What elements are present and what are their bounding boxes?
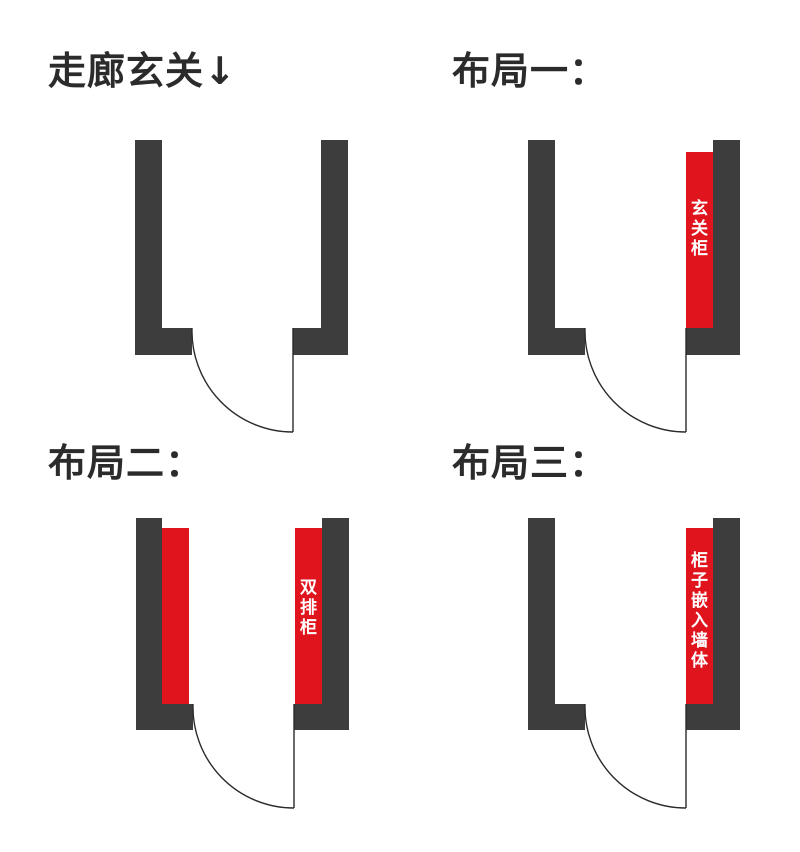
plan-hallway <box>135 140 348 433</box>
right-cabinet <box>295 528 322 704</box>
left-cabinet <box>162 528 189 704</box>
left-wall-stub <box>528 328 585 355</box>
left-wall <box>528 140 555 355</box>
shoe-cabinet <box>686 152 713 328</box>
door-swing-arc <box>192 703 295 809</box>
plan-layout-1: 玄关柜 <box>528 140 740 433</box>
right-wall <box>322 518 349 730</box>
plan-layout-2: 双排柜 <box>136 518 349 809</box>
left-wall-stub <box>528 704 585 730</box>
panel-title-layout-2: 布局二： <box>48 441 205 485</box>
cabinet-label-char: 柜 <box>691 238 708 259</box>
cabinet-label-char: 体 <box>691 650 709 671</box>
right-wall <box>713 518 740 730</box>
plan-layout-3: 柜子嵌入墙体 <box>528 518 740 809</box>
right-wall <box>713 140 740 355</box>
cabinet-label-char: 柜 <box>691 550 708 571</box>
cabinet-label: 柜子嵌入墙体 <box>691 550 709 671</box>
cabinet-label-char: 排 <box>300 597 317 618</box>
left-wall-stub <box>136 704 193 730</box>
door-swing-arc <box>584 703 687 809</box>
left-wall-stub <box>135 328 192 355</box>
cabinet-label-char: 玄 <box>691 198 708 219</box>
recessed-cabinet <box>686 528 713 704</box>
cabinet-label-char: 双 <box>300 578 317 598</box>
door-swing-arc <box>584 327 687 433</box>
right-wall-stub <box>686 704 740 730</box>
cabinet-label-char: 嵌 <box>691 591 708 611</box>
cabinet-label-char: 柜 <box>300 617 317 638</box>
cabinet-label: 玄关柜 <box>691 198 708 259</box>
panel-title-layout-1: 布局一： <box>452 49 609 93</box>
cabinet-label: 双排柜 <box>300 578 317 638</box>
cabinet-label-char: 关 <box>691 218 708 239</box>
cabinet-label-char: 子 <box>691 571 708 591</box>
right-wall-stub <box>293 328 348 355</box>
left-wall <box>528 518 555 730</box>
panel-title-hallway: 走廊玄关↓ <box>48 49 237 93</box>
right-wall-stub <box>294 704 349 730</box>
right-wall-stub <box>686 328 740 355</box>
panel-title-layout-3: 布局三： <box>452 441 609 485</box>
right-wall <box>321 140 348 355</box>
left-wall <box>135 140 162 355</box>
cabinet-label-char: 入 <box>691 611 708 631</box>
door-swing-arc <box>191 327 294 433</box>
cabinet-label-char: 墙 <box>691 630 708 651</box>
left-wall <box>136 518 162 730</box>
